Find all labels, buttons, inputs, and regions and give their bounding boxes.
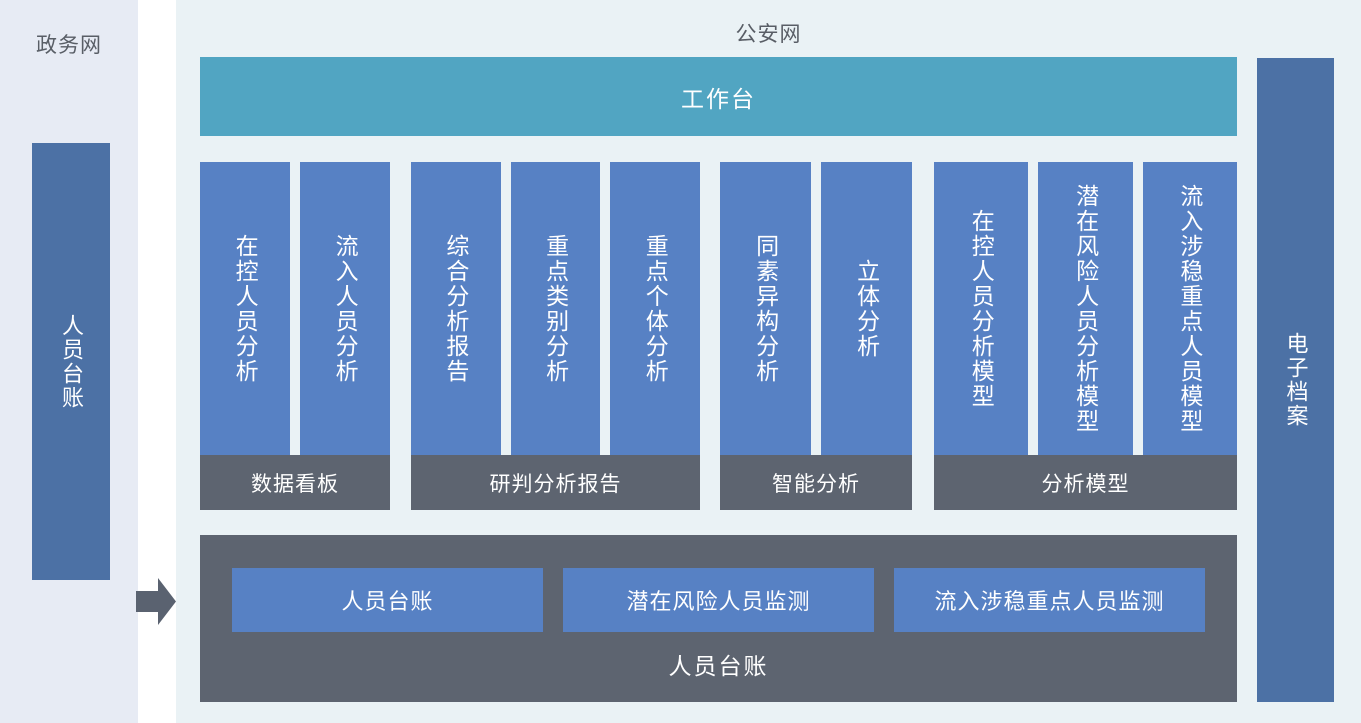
right-arrow-icon bbox=[136, 578, 176, 625]
function-group: 在控人员分析流入人员分析数据看板 bbox=[200, 162, 390, 510]
ledger-box[interactable]: 潜在风险人员监测 bbox=[563, 568, 874, 632]
function-group-columns: 在控人员分析流入人员分析 bbox=[200, 162, 390, 455]
function-group: 同素异构分析立体分析智能分析 bbox=[720, 162, 912, 510]
personnel-ledger-panel: 人员台账潜在风险人员监测流入涉稳重点人员监测 人员台账 bbox=[200, 535, 1237, 702]
function-column[interactable]: 流入人员分析 bbox=[300, 162, 390, 455]
function-group-label: 研判分析报告 bbox=[411, 455, 700, 510]
public-security-network-title: 公安网 bbox=[735, 23, 802, 46]
function-group: 在控人员分析模型潜在风险人员分析模型流入涉稳重点人员模型分析模型 bbox=[934, 162, 1237, 510]
function-column[interactable]: 在控人员分析 bbox=[200, 162, 290, 455]
function-column[interactable]: 流入涉稳重点人员模型 bbox=[1142, 162, 1237, 455]
ledger-box-row: 人员台账潜在风险人员监测流入涉稳重点人员监测 bbox=[232, 568, 1205, 632]
government-network-title: 政务网 bbox=[36, 34, 102, 57]
function-group: 综合分析报告重点类别分析重点个体分析研判分析报告 bbox=[411, 162, 701, 510]
function-column[interactable]: 重点个体分析 bbox=[610, 162, 701, 455]
electronic-archive-block[interactable]: 电子档案 bbox=[1257, 58, 1334, 702]
government-network-panel: 政务网 人员台账 bbox=[0, 0, 138, 723]
function-group-columns: 在控人员分析模型潜在风险人员分析模型流入涉稳重点人员模型 bbox=[934, 162, 1237, 455]
ledger-box[interactable]: 流入涉稳重点人员监测 bbox=[894, 568, 1205, 632]
workbench-bar[interactable]: 工作台 bbox=[200, 57, 1237, 136]
function-column[interactable]: 综合分析报告 bbox=[411, 162, 501, 455]
ledger-box[interactable]: 人员台账 bbox=[232, 568, 543, 632]
function-column[interactable]: 同素异构分析 bbox=[720, 162, 811, 455]
function-group-label: 数据看板 bbox=[200, 455, 390, 510]
public-security-network-panel: 公安网 工作台 在控人员分析流入人员分析数据看板综合分析报告重点类别分析重点个体… bbox=[176, 0, 1361, 723]
ledger-panel-caption: 人员台账 bbox=[668, 653, 769, 679]
function-column[interactable]: 重点类别分析 bbox=[510, 162, 601, 455]
function-group-label: 智能分析 bbox=[720, 455, 912, 510]
function-column[interactable]: 在控人员分析模型 bbox=[934, 162, 1029, 455]
function-group-columns: 同素异构分析立体分析 bbox=[720, 162, 912, 455]
function-column[interactable]: 立体分析 bbox=[821, 162, 912, 455]
function-groups-row: 在控人员分析流入人员分析数据看板综合分析报告重点类别分析重点个体分析研判分析报告… bbox=[200, 162, 1261, 510]
function-group-columns: 综合分析报告重点类别分析重点个体分析 bbox=[411, 162, 701, 455]
function-column[interactable]: 潜在风险人员分析模型 bbox=[1038, 162, 1133, 455]
personnel-ledger-source-block[interactable]: 人员台账 bbox=[32, 143, 110, 580]
function-group-label: 分析模型 bbox=[934, 455, 1237, 510]
